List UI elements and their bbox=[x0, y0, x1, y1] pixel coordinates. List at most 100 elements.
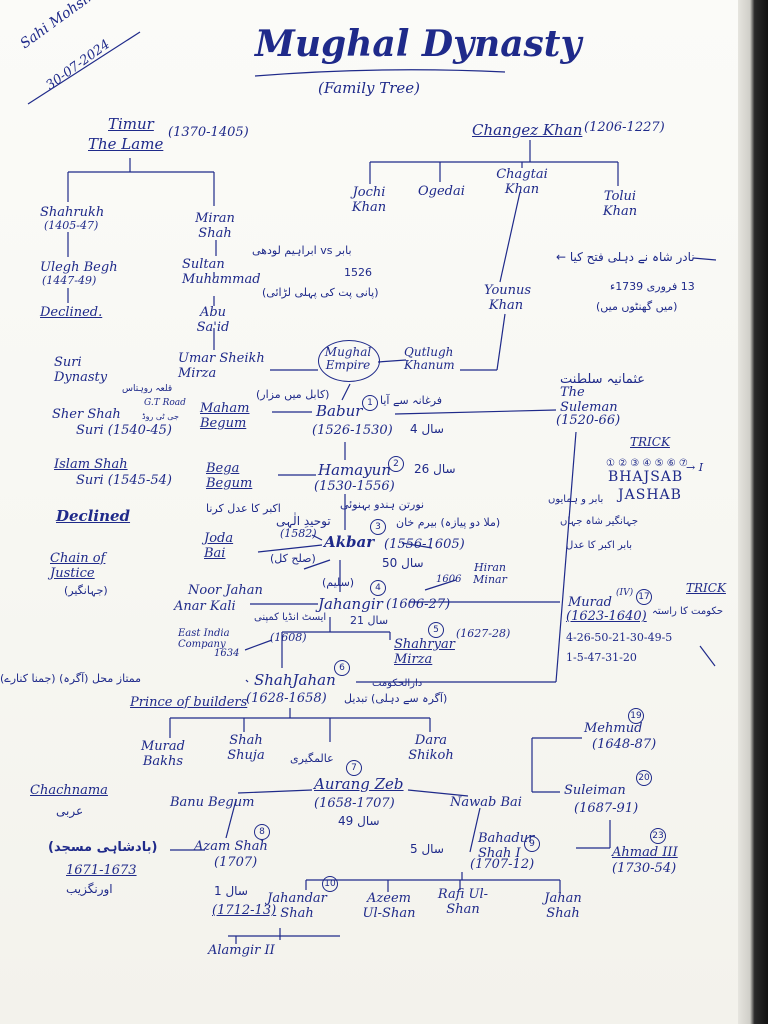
humayun-name: Hamayun bbox=[318, 461, 391, 479]
page-title: Mughal Dynasty bbox=[255, 23, 582, 65]
shahryar-years: (1627-28) bbox=[456, 627, 511, 640]
jahandar-shah: Jahandar Shah bbox=[267, 891, 327, 921]
murad: Murad bbox=[568, 595, 612, 610]
hiran-minar: Hiran Minar bbox=[473, 561, 507, 587]
darul-hukumat: دارالحکومت bbox=[372, 678, 423, 689]
suleiman-2: Suleiman bbox=[564, 783, 626, 798]
timur-years: (1370-1405) bbox=[168, 125, 249, 140]
suleman-years: (1520-66) bbox=[556, 413, 621, 428]
panipat-note: (پانی پت کی پہلی لڑائی) bbox=[262, 286, 379, 299]
sulaiman-note-2: جہانگیر شاہ جہاں bbox=[560, 516, 639, 527]
jahandar-number-badge: 10 bbox=[322, 876, 338, 892]
kabul-note: (کابل میں مزار) bbox=[256, 388, 330, 401]
shahjahan-years: (1628-1658) bbox=[246, 691, 327, 706]
nadir-note-3: (میں گھنٹوں میں) bbox=[596, 300, 678, 313]
babur-name: Babur bbox=[316, 402, 363, 420]
shahrukh-years: (1405-47) bbox=[44, 219, 99, 232]
uthmani-saltanat: عثمانیہ سلطنت bbox=[560, 372, 645, 387]
mumtaz-note: ممتاز محل (آگرہ) (جمنا کنارے) bbox=[0, 672, 142, 685]
timur-declined: Declined. bbox=[40, 305, 103, 320]
akbar-hindu-note: نورتن ہندو بہنوئی bbox=[340, 498, 425, 511]
chain-note: (جہانگیر) bbox=[64, 584, 108, 597]
azam-shah: Azam Shah bbox=[194, 839, 268, 854]
aurangzeb-years-urdu: سال 49 bbox=[338, 814, 380, 828]
umar-sheikh: Umar Sheikh Mirza bbox=[178, 351, 265, 381]
murad-years: (1623-1640) bbox=[566, 609, 647, 624]
company-year-1608: (1608) bbox=[270, 631, 307, 644]
suleiman-2-number-badge: 20 bbox=[636, 770, 652, 786]
akbar-adl-note: اکبر کا عدل کرنا bbox=[206, 502, 281, 515]
suri-declined: Declined bbox=[56, 507, 131, 525]
ahmad-iii: Ahmad III bbox=[612, 845, 678, 860]
company-urdu: ایسٹ انڈیا کمپنی bbox=[254, 612, 327, 623]
suleiman-2-years: (1687-91) bbox=[574, 801, 639, 816]
east-india-company: East India Company bbox=[178, 628, 230, 651]
jahangir-years: (1606-27) bbox=[386, 597, 451, 612]
mehmud-years: (1648-87) bbox=[592, 737, 657, 752]
son-ogedai: Ogedai bbox=[418, 184, 465, 199]
company-year-1634: 1634 bbox=[214, 648, 240, 659]
ahmad-number-badge: 23 bbox=[650, 828, 666, 844]
timur-name: Timur bbox=[108, 115, 154, 133]
humayun-years: (1530-1556) bbox=[314, 479, 395, 494]
azam-years: (1707) bbox=[214, 855, 258, 870]
hiran-year: 1606 bbox=[436, 574, 462, 585]
page-subtitle: (Family Tree) bbox=[318, 79, 421, 97]
akbar-years: (1556-1605) bbox=[384, 537, 465, 552]
jahandar-years: (1712-13) bbox=[212, 903, 277, 918]
babar-vs-ibrahim: بابر vs ابراہیم لودھی bbox=[252, 244, 352, 257]
bega-begum: Bega Begum bbox=[206, 461, 253, 491]
joda-bai: Joda Bai bbox=[204, 531, 234, 561]
aurangzeb-years: (1658-1707) bbox=[314, 796, 395, 811]
trick-bhajsab: BHAJSAB bbox=[608, 469, 684, 485]
chain-of-justice: Chain of Justice bbox=[50, 551, 106, 581]
akbar-years-urdu: سال 50 bbox=[382, 556, 424, 570]
akbar-name: Akbar bbox=[324, 533, 375, 551]
tauhid-note: توحیدِ الٰہی bbox=[276, 514, 331, 528]
sultan-khel: حکومت کا راستہ bbox=[652, 606, 724, 617]
prince-of-builders: Prince of builders bbox=[130, 695, 248, 710]
notebook-page bbox=[0, 0, 752, 1024]
humayun-number-badge: 2 bbox=[388, 456, 404, 472]
jahandar-years-urdu: سال 1 bbox=[214, 884, 248, 898]
ulegh: Ulegh Begh bbox=[40, 260, 118, 275]
shahrukh: Shahrukh bbox=[40, 205, 105, 220]
shahjahan-name: ShahJahan bbox=[254, 671, 336, 689]
babur-years-urdu: سال 4 bbox=[410, 422, 444, 436]
agra-delhi: (آگرہ سے دہلی) تبدیل bbox=[344, 692, 448, 705]
sher-shah: Sher Shah bbox=[52, 407, 121, 422]
shahryar-number-badge: 5 bbox=[428, 622, 444, 638]
masjid-years: 1671-1673 bbox=[66, 863, 137, 878]
murad-number-badge: 17 bbox=[636, 589, 652, 605]
qutlugh-khanum: Qutlugh Khanum bbox=[404, 345, 455, 373]
trick-label: TRICK bbox=[630, 435, 670, 449]
suri-dynasty: Suri Dynasty bbox=[54, 355, 108, 385]
islam-shah-suri: Suri (1545-54) bbox=[76, 473, 172, 488]
sulaiman-note-1: بابر و ہمایوں bbox=[548, 494, 604, 505]
ahmad-years: (1730-54) bbox=[612, 861, 677, 876]
murad-roman: (IV) bbox=[616, 588, 634, 598]
maham-begum: Maham Begum bbox=[200, 401, 250, 431]
trick-arrow-i: → I bbox=[686, 461, 704, 474]
sultan-muhammad-1: Sultan Muhammad bbox=[182, 257, 261, 287]
timur-epithet: The Lame bbox=[88, 135, 164, 153]
miran-shah: Miran Shah bbox=[195, 211, 235, 241]
son-shah-shuja: Shah Shuja bbox=[227, 733, 265, 763]
bahadur-years: (1707-12) bbox=[470, 857, 535, 872]
ulegh-years: (1447-49) bbox=[42, 274, 97, 287]
arabic-note: عربی bbox=[56, 804, 84, 818]
sher-shah-suri: Suri (1540-45) bbox=[76, 423, 172, 438]
badshahi-masjid: (بادشاہی مسجد) bbox=[48, 840, 158, 855]
din-year: (1582) bbox=[280, 527, 317, 540]
jahan-shah: Jahan Shah bbox=[544, 891, 582, 921]
farghana-note: فرغانہ سے آیا bbox=[380, 394, 443, 407]
azam-number-badge: 8 bbox=[254, 824, 270, 840]
azeem-ul-shan: Azeem Ul-Shan bbox=[362, 891, 416, 921]
son-chagtai: Chagtai Khan bbox=[496, 167, 548, 197]
rafi-ul-shan: Rafi Ul-Shan bbox=[437, 887, 489, 917]
aurangzeb-number-badge: 7 bbox=[346, 760, 362, 776]
akbar-number-badge: 3 bbox=[370, 519, 386, 535]
son-jochi: Jochi Khan bbox=[351, 185, 387, 215]
trick-numbers: ① ② ③ ④ ⑤ ⑥ ⑦ bbox=[606, 458, 688, 469]
